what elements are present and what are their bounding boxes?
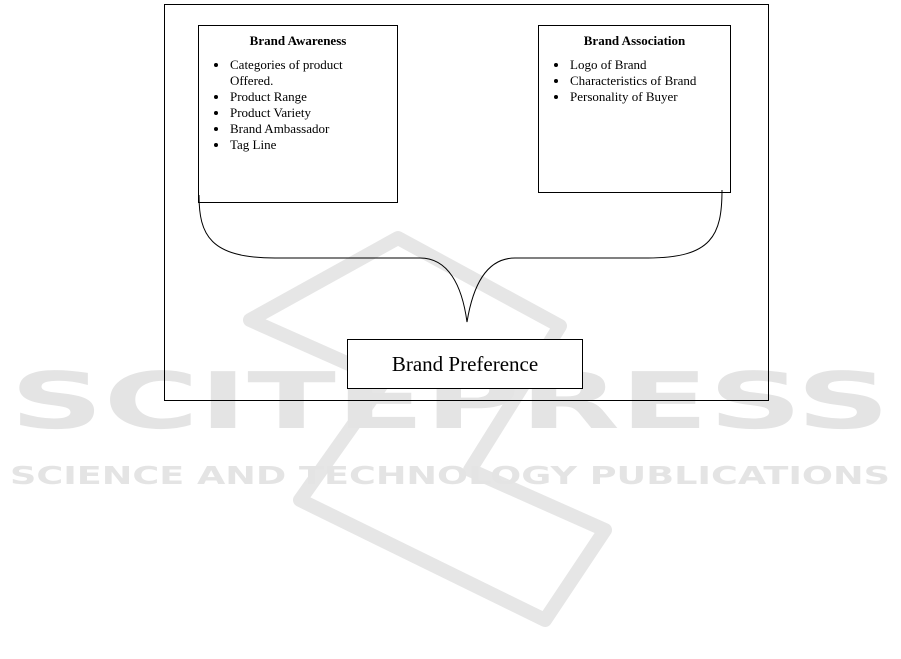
brand-preference-label: Brand Preference <box>392 352 538 377</box>
brand-preference-box: Brand Preference <box>347 339 583 389</box>
